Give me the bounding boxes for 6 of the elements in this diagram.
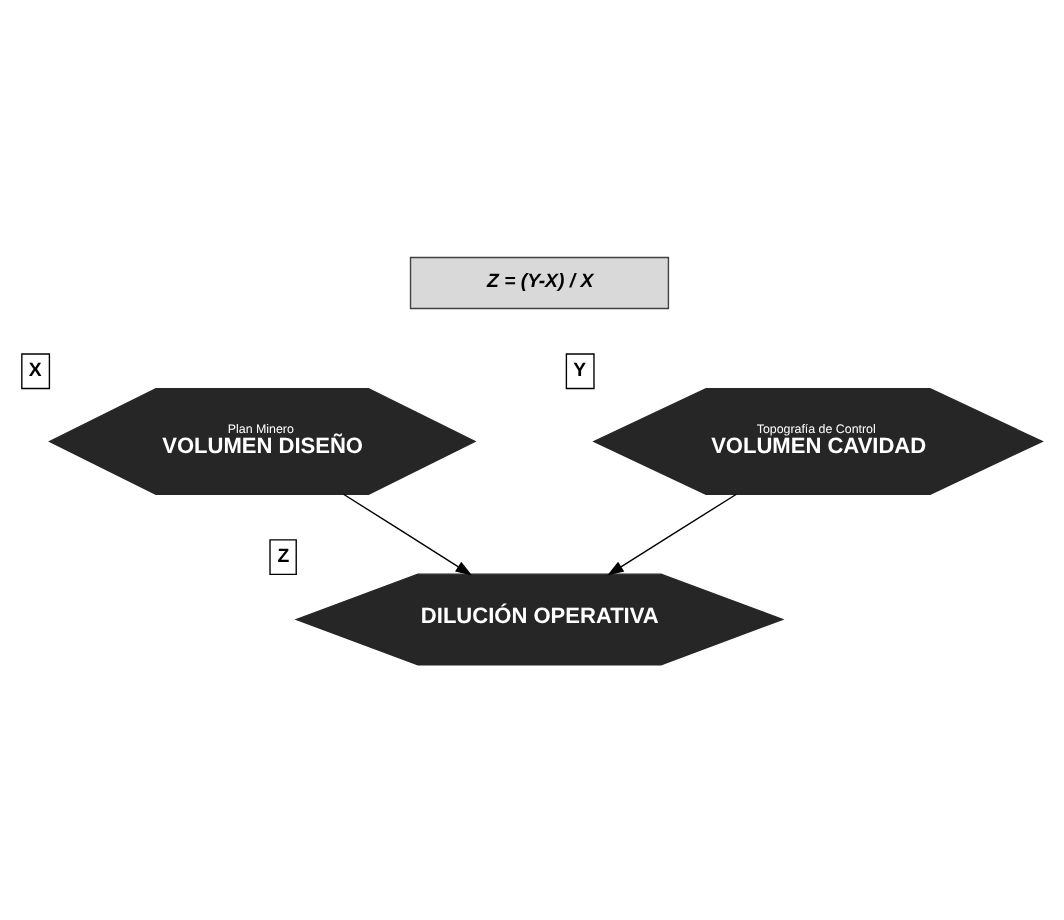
node-box: Z = (Y-X) / X (409, 255, 670, 309)
node-label: Y (573, 358, 587, 381)
node-label: Z (277, 544, 290, 567)
node-label: X (28, 358, 42, 381)
arrow (607, 492, 738, 575)
arrow (342, 492, 473, 575)
